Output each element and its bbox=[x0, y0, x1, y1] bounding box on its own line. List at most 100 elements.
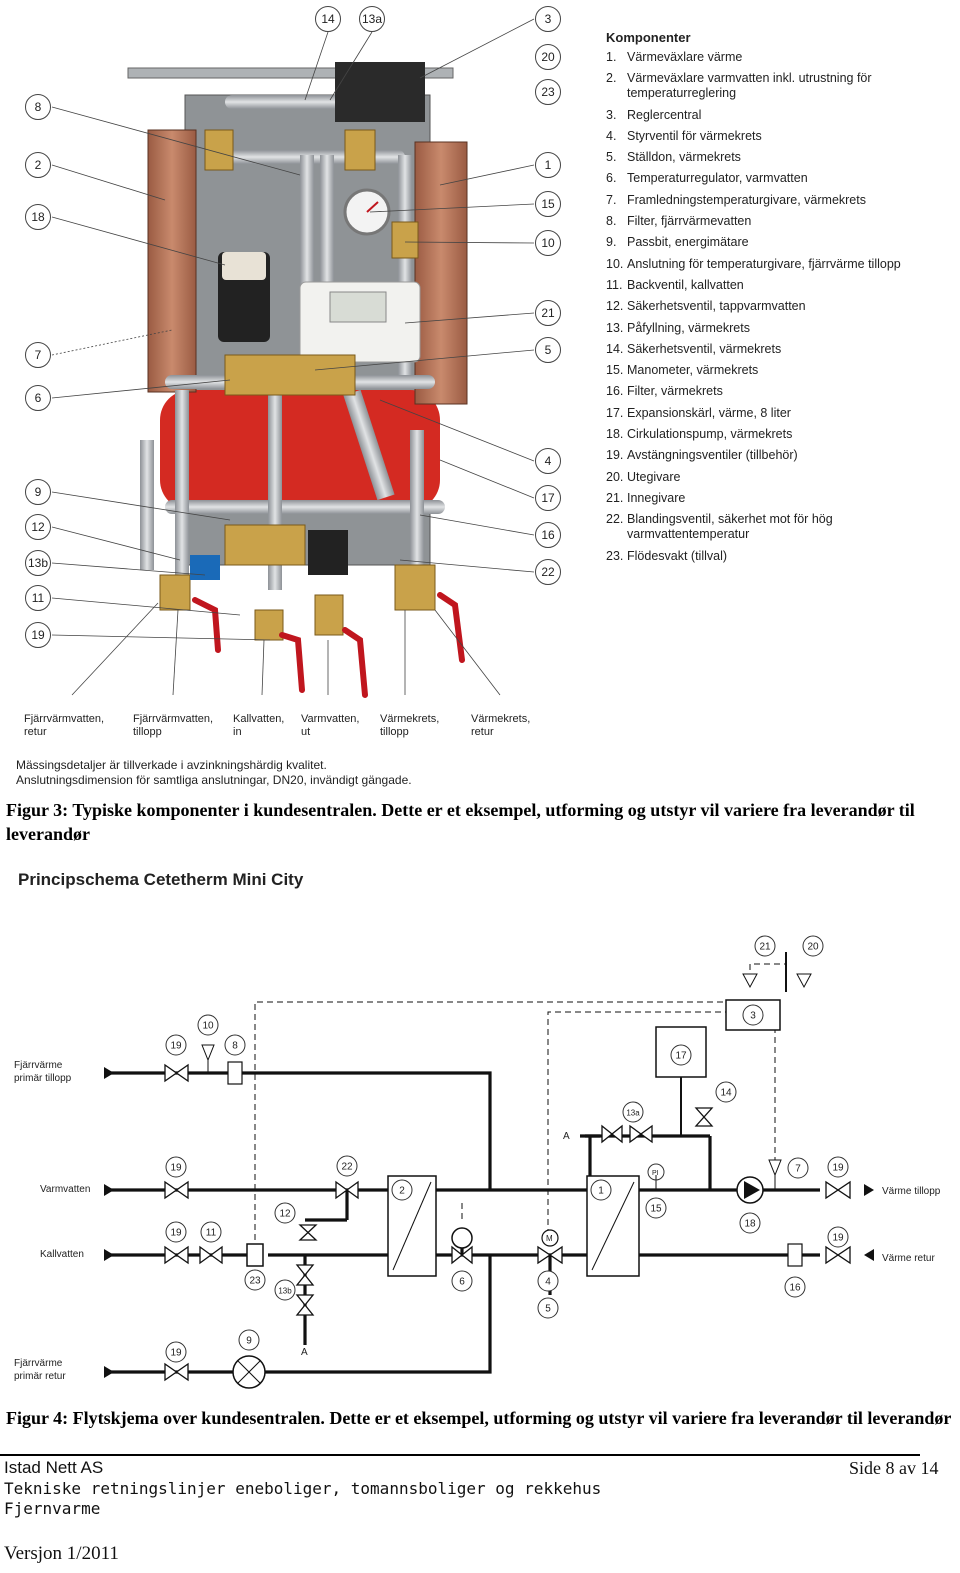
component-number: 5. bbox=[606, 150, 617, 165]
component-item: 14.Säkerhetsventil, värmekrets bbox=[606, 342, 956, 357]
component-text: Manometer, värmekrets bbox=[627, 363, 759, 378]
component-number: 4. bbox=[606, 128, 617, 143]
schema-bubble-circle bbox=[787, 1157, 809, 1179]
schema-bubble-circle bbox=[238, 1329, 260, 1351]
callout-bubble: 5 bbox=[535, 337, 561, 363]
component-number: 14. bbox=[606, 341, 624, 356]
component-item: 15.Manometer, värmekrets bbox=[606, 363, 956, 378]
callout-bubble: 12 bbox=[25, 514, 51, 540]
callout-bubble: 22 bbox=[535, 559, 561, 585]
component-text: Reglercentral bbox=[627, 107, 702, 122]
figure-4-caption: Figur 4: Flytskjema over kundesentralen.… bbox=[6, 1408, 952, 1428]
component-number: 8. bbox=[606, 214, 617, 229]
label-fv-tillopp-2: primär tillopp bbox=[14, 1073, 72, 1084]
component-item: 4. Styrventil för värmekrets bbox=[606, 129, 956, 144]
schema-bubble-label: 8 bbox=[232, 1041, 238, 1052]
component-number: 11. bbox=[606, 277, 623, 292]
component-number: 17. bbox=[606, 405, 624, 420]
component-number: 16. bbox=[606, 384, 624, 399]
component-item: 20.Utegivare bbox=[606, 470, 956, 485]
schema-bubble-label: 19 bbox=[170, 1228, 182, 1239]
component-item: 19.Avstängningsventiler (tillbehör) bbox=[606, 448, 956, 463]
schema-bubble-label: 3 bbox=[750, 1011, 756, 1022]
footer-version: Versjon 1/2011 bbox=[4, 1543, 119, 1564]
component-number: 23. bbox=[606, 548, 624, 563]
schema-bubble-circle bbox=[224, 1034, 246, 1056]
component-item: 1.Värmeväxlare värme bbox=[606, 50, 956, 65]
schema-bubble-label: 13b bbox=[278, 1287, 292, 1296]
product-photo-illustration bbox=[127, 62, 468, 698]
component-item: 17.Expansionskärl, värme, 8 liter bbox=[606, 406, 956, 421]
dimension-note: Anslutningsdimension för samtliga anslut… bbox=[16, 773, 412, 787]
callout-bubble: 19 bbox=[25, 622, 51, 648]
component-text: Cirkulationspump, värmekrets bbox=[627, 427, 793, 442]
callout-bubble: 8 bbox=[25, 94, 51, 120]
component-text: Avstängningsventiler (tillbehör) bbox=[627, 448, 798, 463]
component-text: Passbit, energimätare bbox=[627, 235, 749, 250]
component-text: Expansionskärl, värme, 8 liter bbox=[627, 405, 791, 420]
component-text: Anslutning för temperaturgivare, fjärrvä… bbox=[627, 256, 901, 271]
components-title: Komponenter bbox=[606, 30, 691, 45]
component-number: 6. bbox=[606, 171, 617, 186]
schema-bubble-label: 22 bbox=[341, 1162, 353, 1173]
heat-exchanger-left bbox=[147, 129, 197, 393]
component-item: 18.Cirkulationspump, värmekrets bbox=[606, 427, 956, 442]
schema-bubble-label: 19 bbox=[832, 1233, 844, 1244]
label-varmvatten: Varmvatten bbox=[40, 1184, 90, 1195]
schema-bubble-circle bbox=[451, 1270, 473, 1292]
component-item: 11.Backventil, kallvatten bbox=[606, 278, 956, 293]
schema-bubble-circle bbox=[715, 1081, 737, 1103]
component-item: 9. Passbit, energimätare bbox=[606, 235, 956, 250]
schema-bubble-label: 12 bbox=[279, 1209, 291, 1220]
schema-bubble-circle bbox=[197, 1014, 219, 1036]
component-text: Framledningstemperaturgivare, värmekrets bbox=[627, 192, 866, 207]
schema-bubble-label: 11 bbox=[206, 1228, 217, 1239]
schema-bubble-label: 21 bbox=[759, 942, 771, 953]
component-number: 18. bbox=[606, 427, 624, 442]
component-item: 13.Påfyllning, värmekrets bbox=[606, 321, 956, 336]
callout-bubble: 17 bbox=[535, 485, 561, 511]
schema-bubble-circle bbox=[784, 1276, 806, 1298]
callout-bubble: 3 bbox=[535, 6, 561, 32]
schema-bubble-label: 2 bbox=[399, 1186, 405, 1197]
component-item: 6.Temperaturregulator, varmvatten bbox=[606, 171, 956, 186]
callout-bubble: 7 bbox=[25, 342, 51, 368]
schema-bubble-label: 1 bbox=[598, 1186, 604, 1197]
schema-bubble-circle bbox=[200, 1221, 222, 1243]
footer-page-number: Side 8 av 14 bbox=[849, 1458, 939, 1478]
pressure-indicator-symbol bbox=[647, 1163, 665, 1181]
component-number: 9. bbox=[606, 235, 617, 250]
callout-bubble: 6 bbox=[25, 385, 51, 411]
component-text: Flödesvakt (tillval) bbox=[627, 548, 728, 563]
schema-bubble-circle bbox=[391, 1179, 413, 1201]
schema-bubble-label: 7 bbox=[795, 1164, 801, 1175]
schema-bubble-circle bbox=[827, 1226, 849, 1248]
schema-bubble-label: 19 bbox=[170, 1041, 182, 1052]
component-number: 12. bbox=[606, 299, 624, 314]
component-text: Utegivare bbox=[627, 469, 681, 484]
schema-bubble-circle bbox=[537, 1270, 559, 1292]
mounting-bracket bbox=[127, 67, 454, 79]
component-text: Styrventil för värmekrets bbox=[627, 128, 762, 143]
component-number: 2. bbox=[606, 71, 617, 86]
schema-bubble-label: 17 bbox=[675, 1051, 687, 1062]
component-text: Säkerhetsventil, värmekrets bbox=[627, 341, 782, 356]
connection-label: Varmvatten, ut bbox=[301, 713, 360, 738]
schema-bubble-circle bbox=[165, 1341, 187, 1363]
schema-bubble-label: 19 bbox=[832, 1163, 844, 1174]
schema-bubble-circle bbox=[739, 1212, 761, 1234]
schema-bubble-circle bbox=[336, 1155, 358, 1177]
callout-bubble: 23 bbox=[535, 79, 561, 105]
label-varme-tillopp: Värme tillopp bbox=[882, 1186, 941, 1197]
label-a-bottom: A bbox=[301, 1347, 308, 1358]
component-text: Innegivare bbox=[627, 490, 686, 505]
schema-bubble-label: 16 bbox=[789, 1283, 801, 1294]
figure-3-caption: Figur 3: Typiske komponenter i kundesent… bbox=[6, 800, 915, 844]
callout-bubble: 13a bbox=[359, 6, 385, 32]
schema-bubble-circle bbox=[802, 935, 824, 957]
schema-bubble-circle bbox=[754, 935, 776, 957]
component-number: 22. bbox=[606, 512, 624, 527]
schema-bubble-circle bbox=[274, 1279, 296, 1301]
schema-bubble-circle bbox=[537, 1297, 559, 1319]
